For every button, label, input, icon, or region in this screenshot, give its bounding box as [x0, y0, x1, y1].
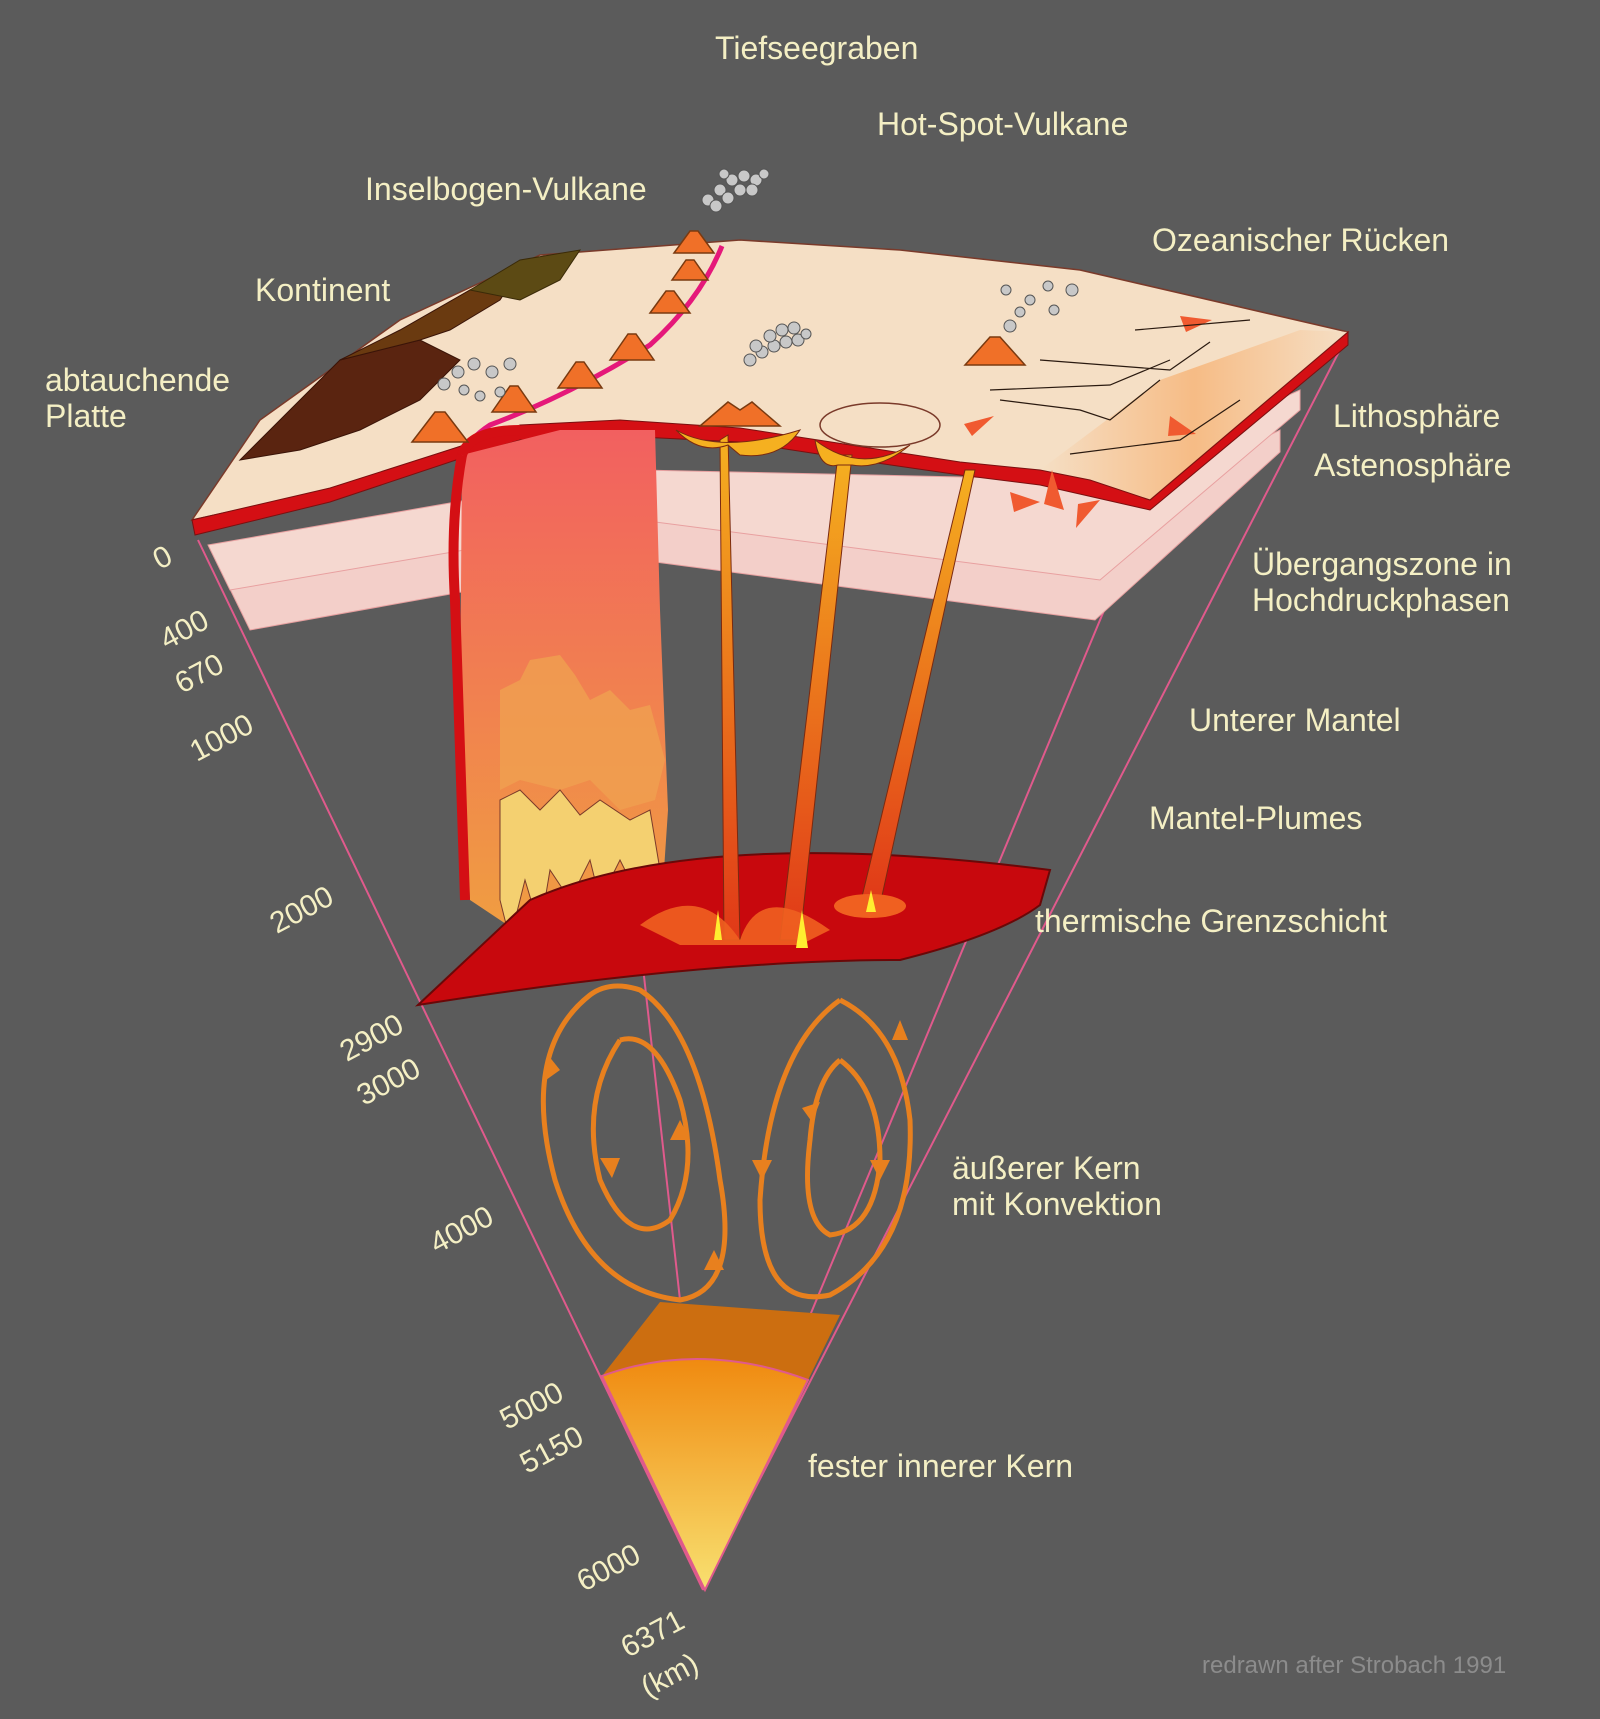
label-asthenosphere: Astenosphäre [1314, 447, 1512, 483]
label-inner-core: fester innerer Kern [808, 1448, 1074, 1484]
volcano-icon [670, 259, 710, 281]
plume-arrow-icon [714, 910, 722, 940]
label-mantle-plumes: Mantel-Plumes [1149, 800, 1363, 836]
label-island-arc-volcanoes: Inselbogen-Vulkane [365, 171, 647, 207]
convection-arrow-icon [752, 1160, 772, 1180]
label-outer-core: äußerer Kern mit Konvektion [952, 1150, 1162, 1222]
label-transition-zone-line2: Hochdruckphasen [1252, 582, 1510, 618]
convection-arrow-icon [802, 1102, 820, 1122]
label-transition-zone-line1: Übergangszone in [1252, 546, 1512, 582]
label-outer-core-line1: äußerer Kern [952, 1150, 1141, 1186]
volcano-icon [608, 333, 656, 361]
volcano-icon [648, 290, 692, 314]
ridge-faults [989, 319, 1251, 455]
volcano-icon [672, 230, 716, 254]
volcano-icon [963, 336, 1027, 366]
plume-arrow-icon [796, 910, 808, 948]
label-subducting-plate-line2: Platte [45, 398, 127, 434]
credit-text: redrawn after Strobach 1991 [1202, 1652, 1507, 1679]
plume-arrow-icon [866, 890, 876, 912]
convection-arrow-icon [670, 1120, 690, 1140]
convection-arrow-icon [546, 1055, 560, 1080]
convection-arrow-icon [870, 1160, 890, 1180]
label-outer-core-line2: mit Konvektion [952, 1186, 1162, 1222]
label-subducting-plate: abtauchende Platte [45, 362, 230, 434]
label-continent: Kontinent [255, 272, 391, 308]
volcano-icon [410, 411, 470, 443]
label-lower-mantle: Unterer Mantel [1189, 702, 1401, 738]
continent [238, 249, 582, 461]
convection-arrow-icon [704, 1250, 724, 1270]
mantle-plumes [640, 402, 976, 948]
volcano-icon [556, 361, 604, 389]
inner-core [600, 1302, 840, 1593]
ash-cloud-icon [1000, 280, 1079, 333]
convection-arrow-icon [892, 1020, 908, 1040]
ash-cloud-icon [743, 321, 812, 367]
convection-arrow-icon [600, 1158, 620, 1178]
label-transition-zone: Übergangszone in Hochdruckphasen [1252, 546, 1512, 618]
ash-cloud-icon [437, 357, 517, 402]
label-trench: Tiefseegraben [715, 30, 919, 66]
ridge-arrows [964, 316, 1212, 528]
label-oceanic-ridge: Ozeanischer Rücken [1152, 222, 1450, 258]
ash-clouds [437, 168, 1079, 402]
outer-core-convection [540, 983, 913, 1303]
ash-cloud-icon [701, 168, 770, 213]
label-subducting-plate-line1: abtauchende [45, 362, 231, 398]
label-lithosphere: Lithosphäre [1333, 398, 1501, 434]
volcano-icon [697, 401, 783, 427]
label-thermal-boundary: thermische Grenzschicht [1035, 903, 1388, 939]
island-arc-volcanoes [410, 230, 1027, 443]
label-hotspot-volcanoes: Hot-Spot-Vulkane [877, 106, 1129, 142]
